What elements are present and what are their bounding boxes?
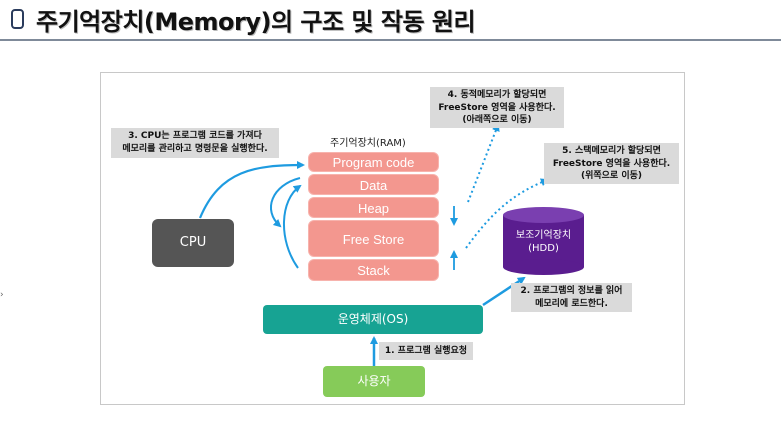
note4-pointer [467, 123, 500, 203]
ram-segment-stack: Stack [308, 259, 439, 281]
note-step1: 1. 프로그램 실행요청 [379, 342, 473, 360]
note-step4-line1: 4. 동적메모리가 할당되면 [447, 90, 547, 100]
note-step5: 5. 스택메모리가 할당되면 FreeStore 영역을 사용한다. (위쪽으로… [544, 143, 679, 184]
hdd-label: 보조기억장치 (HDD) [503, 229, 584, 255]
side-mark: › [0, 290, 4, 300]
note-step4: 4. 동적메모리가 할당되면 FreeStore 영역을 사용한다. (아래쪽으… [430, 87, 564, 128]
ram-loop-arrow-1 [269, 177, 301, 228]
ram-segment-free-store: Free Store [308, 220, 439, 257]
os-to-hdd-arrow [482, 276, 526, 307]
ram-label: 주기억장치(RAM) [330, 138, 406, 149]
note-step4-line3: (아래쪽으로 이동) [462, 115, 532, 125]
note-step5-line3: (위쪽으로 이동) [580, 171, 643, 181]
ram-segment-data: Data [308, 174, 439, 195]
cpu-to-ram-arrow [198, 161, 305, 219]
cpu-box: CPU [152, 219, 234, 267]
note-step2-line2: 메모리에 로드한다. [535, 298, 608, 309]
note-step3-line1: 3. CPU는 프로그램 코드를 가져다 [128, 131, 262, 141]
note5-pointer [465, 178, 549, 249]
title-bullet-icon [11, 9, 24, 29]
ram-segment-heap: Heap [308, 197, 439, 218]
note-step3: 3. CPU는 프로그램 코드를 가져다 메모리를 관리하고 명령문을 실행한다… [111, 128, 279, 158]
note-step3-line2: 메모리를 관리하고 명령문을 실행한다. [122, 143, 268, 154]
title-divider [0, 39, 781, 41]
hdd-cylinder [503, 207, 584, 275]
user-box: 사용자 [323, 366, 425, 397]
page-title: 주기억장치(Memory)의 구조 및 작동 원리 [36, 8, 476, 36]
ram-segment-program-code: Program code [308, 152, 439, 172]
os-box: 운영체제(OS) [263, 305, 483, 334]
hdd-label-line2: (HDD) [528, 243, 559, 254]
note-step5-line1: 5. 스택메모리가 할당되면 [562, 146, 661, 156]
note-step2: 2. 프로그램의 정보를 읽어 메모리에 로드한다. [511, 283, 632, 312]
note-step5-line2: FreeStore 영역을 사용한다. [552, 158, 671, 169]
note-step4-line2: FreeStore 영역을 사용한다. [438, 102, 556, 113]
title-bar: 주기억장치(Memory)의 구조 및 작동 원리 [0, 0, 781, 41]
hdd-label-line1: 보조기억장치 [515, 230, 572, 241]
note-step2-line1: 2. 프로그램의 정보를 읽어 [520, 286, 623, 296]
ram-loop-arrow-2 [283, 184, 302, 269]
note-step1-line1: 1. 프로그램 실행요청 [384, 346, 468, 356]
